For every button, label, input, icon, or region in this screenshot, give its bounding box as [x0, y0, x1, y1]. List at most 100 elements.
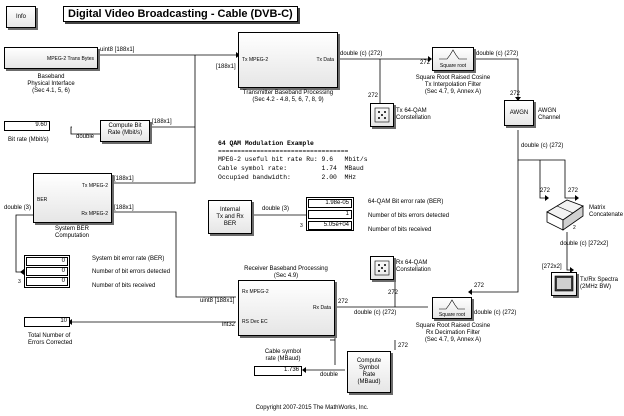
matrix-icon	[546, 199, 584, 231]
system-ber-block[interactable]: Tx MPEG-2 Rx MPEG-2 BER	[33, 173, 112, 223]
signal-label: [188x1]	[114, 205, 134, 211]
port-label: Tx MPEG-2	[81, 183, 108, 189]
signal-label: double (c) [272x2]	[560, 241, 609, 247]
block-caption: Matrix Concatenate	[589, 205, 624, 218]
spectrum-icon	[554, 275, 574, 292]
block-label: Square root	[438, 312, 466, 318]
example-row: Occupied bandwidth: 2.00 MHz	[218, 174, 357, 181]
signal-label: uint8 [188x1]	[100, 47, 135, 53]
display-value: 0	[26, 277, 68, 286]
signal-label: [188x1]	[114, 176, 134, 182]
signal-label: double (c) (272)	[474, 310, 517, 316]
signal-label: double	[76, 134, 95, 140]
signal-label: [188x1]	[216, 64, 236, 70]
block-caption: Square Root Raised Cosine Rx Decimation …	[415, 323, 491, 343]
example-divider: ==================================	[218, 148, 349, 155]
tx-filter-block[interactable]: Square root	[432, 47, 474, 71]
example-row: MPEG-2 useful bit rate Ru: 9.6 Mbit/s	[218, 156, 368, 163]
display-label: 64-QAM Bit error rate (BER)	[368, 199, 444, 205]
internal-ber-block[interactable]: Internal Tx and Rx BER	[208, 200, 252, 234]
port-label: BER	[37, 197, 48, 203]
signal-label: uint8 [188x1]	[200, 298, 235, 304]
signal-label: double (3)	[262, 206, 290, 212]
diagram-title: Digital Video Broadcasting - Cable (DVB-…	[63, 6, 298, 22]
block-caption: Transmitter Baseband Processing (Sec 4.2…	[242, 90, 334, 103]
signal-label: double (c) (272)	[354, 310, 397, 316]
signal-label: double (c) (272)	[521, 143, 564, 149]
tx-baseband-processing-block[interactable]: Tx MPEG-2 Tx Data	[238, 32, 338, 88]
signal-label: 272	[398, 343, 409, 349]
signal-label: [272x2]	[542, 264, 562, 270]
signal-label: 272	[568, 188, 579, 194]
signal-label: 272	[420, 60, 431, 66]
port-label: Rx MPEG-2	[81, 211, 108, 217]
block-caption: Total Number of Errors Corrected	[28, 333, 73, 346]
display-label: System bit error rate (BER)	[92, 256, 165, 262]
signal-label: double (3)	[4, 205, 32, 211]
port-label: Rx MPEG-2	[242, 289, 269, 295]
port-label: Tx Data	[316, 57, 334, 63]
port-label: 3	[300, 223, 303, 229]
display-label: Number of bits received	[368, 227, 432, 233]
awgn-channel-block[interactable]: AWGN	[504, 100, 534, 126]
example-row: Cable symbol rate: 1.74 MBaud	[218, 165, 364, 172]
block-label: AWGN	[509, 110, 529, 116]
port-label: 3	[18, 279, 21, 285]
baseband-interface-block[interactable]: MPEG-2 Trans Bytes	[4, 47, 98, 69]
signal-label: int32	[222, 322, 236, 328]
constellation-icon	[374, 107, 390, 123]
block-caption: Cable symbol rate (MBaud)	[264, 349, 302, 362]
bitrate-display: 9.60	[4, 121, 50, 131]
info-button[interactable]: Info	[6, 6, 36, 28]
copyright-text: Copyright 2007-2015 The MathWorks, Inc.	[255, 405, 369, 411]
block-caption: Baseband Physical Interface (Sec 4.1, 5,…	[27, 74, 75, 94]
errors-corrected-display: 10	[24, 317, 70, 327]
signal-label: double (c) (272)	[340, 51, 383, 57]
signal-label: [188x1]	[152, 119, 172, 125]
symbol-rate-display: 1.736	[254, 366, 302, 376]
signal-label: 272	[388, 290, 399, 296]
signal-label: 272	[368, 93, 379, 99]
port-label: MPEG-2 Trans Bytes	[47, 56, 94, 62]
port-label: 2	[573, 225, 576, 231]
block-caption: Rx 64-QAM Constellation	[396, 260, 431, 273]
matrix-concatenate-block[interactable]: 2	[545, 198, 585, 232]
display-label: Number of bits received	[92, 283, 156, 289]
display-value: 0	[26, 257, 68, 266]
signal-label: double	[320, 372, 339, 378]
block-caption: Square Root Raised Cosine Tx Interpolati…	[415, 75, 491, 95]
display-value: 1.98e-05	[308, 199, 352, 208]
port-label: RS Dec EC	[242, 319, 268, 325]
signal-label: double (c) (272)	[476, 51, 519, 57]
signal-label: 272	[474, 283, 485, 289]
block-label: Square root	[439, 63, 467, 69]
display-label: Number of bit errors detected	[92, 269, 171, 275]
block-caption: System BER Computation	[54, 226, 90, 239]
tx-constellation-scope[interactable]	[370, 103, 394, 127]
block-caption: Receiver Baseband Processing (Sec 4.9)	[244, 266, 328, 279]
display-value: 5.05e+04	[308, 221, 352, 230]
block-caption: Tx 64-QAM Constellation	[396, 108, 431, 121]
signal-label: 272	[510, 91, 521, 97]
display-value: 1	[308, 210, 352, 219]
display-label: Number of bits errors detected	[368, 213, 450, 219]
rx-baseband-processing-block[interactable]: Rx MPEG-2 RS Dec EC Rx Data	[238, 280, 335, 336]
block-caption: AWGN Channel	[538, 108, 561, 121]
example-heading: 64 QAM Modulation Example	[218, 140, 314, 147]
filter-icon	[439, 299, 465, 310]
compute-symbol-rate-block[interactable]: Compute Symbol Rate (MBaud)	[347, 351, 391, 393]
display-value: 0	[26, 267, 68, 276]
signal-label: 272	[540, 188, 551, 194]
block-caption: Tx/Rx Spectra (2MHz BW)	[580, 277, 619, 290]
compute-bitrate-block[interactable]: Compute Bit Rate (Mbit/s)	[100, 120, 150, 142]
signal-label: 272	[338, 299, 349, 305]
rx-constellation-scope[interactable]	[370, 256, 394, 280]
block-caption: Bit rate (Mbit/s)	[8, 137, 49, 143]
port-label: Tx MPEG-2	[242, 57, 269, 63]
filter-icon	[439, 49, 467, 60]
spectrum-scope-block[interactable]	[551, 272, 577, 296]
rx-filter-block[interactable]: Square root	[432, 297, 472, 319]
constellation-icon	[374, 260, 390, 276]
port-label: Rx Data	[312, 305, 331, 311]
